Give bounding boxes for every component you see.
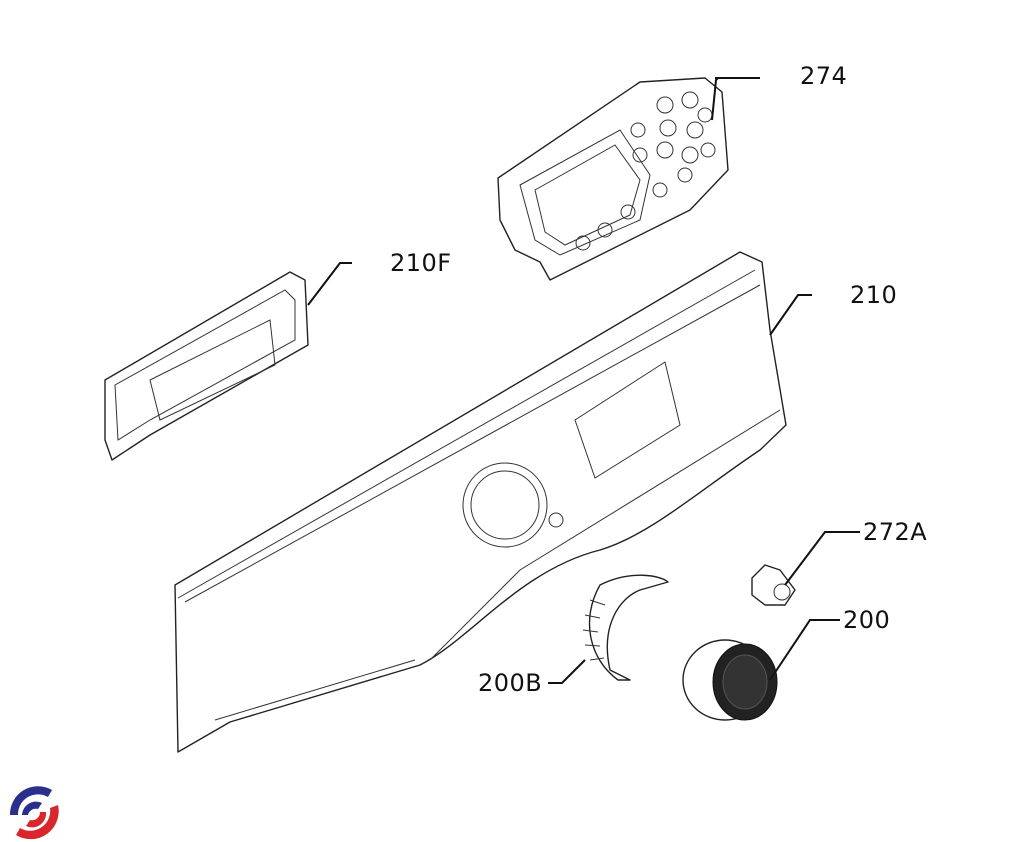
callout-200B: 200B [478,669,543,697]
part-210-control-panel [174,251,787,753]
part-272A-switch [751,564,796,606]
callout-274: 274 [800,62,848,90]
part-274-control-board [497,77,729,281]
part-200B-ring [582,574,669,681]
brand-logo [9,786,59,840]
leader-210F [307,262,352,306]
leader-210 [769,294,812,336]
leader-200B [548,659,586,684]
leader-272A [784,531,860,586]
callout-272A: 272A [863,518,928,546]
leader-200 [769,619,840,681]
callout-200: 200 [843,606,891,634]
part-210F-insert [104,271,309,461]
callout-210F: 210F [390,249,452,277]
part-200-knob [682,639,778,721]
leader-274 [711,77,760,121]
callout-210: 210 [850,281,898,309]
